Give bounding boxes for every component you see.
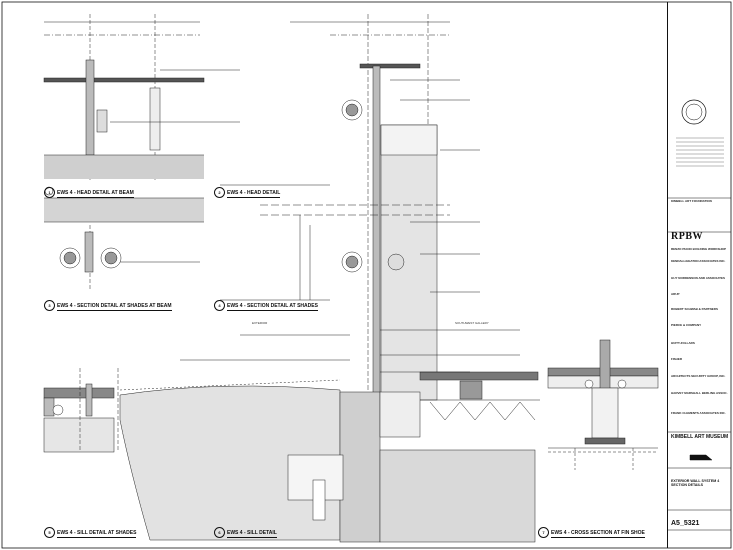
- consultant-1: KENDALL/HEATON ASSOCIATES INC.: [671, 259, 726, 263]
- interior-tag: SOUTHWEST GALLERY: [455, 321, 489, 325]
- detail-number: 5: [44, 527, 55, 538]
- detail-title-text: EWS 4 - SECTION DETAIL AT SHADES: [227, 302, 318, 311]
- detail-number: 6: [214, 527, 225, 538]
- detail-title-text: EWS 4 - HEAD DETAIL AT BEAM: [57, 189, 134, 198]
- consultant-6: HUITT-ZOLLARS: [671, 341, 695, 345]
- detail-number: 2: [214, 187, 225, 198]
- exterior-tag: EXTERIOR: [252, 321, 268, 325]
- consultant-3: ARUP: [671, 292, 680, 296]
- detail-head-at-beam: [43, 14, 240, 180]
- detail-number: 7: [538, 527, 549, 538]
- detail-sill-shades: [43, 368, 119, 453]
- consultant-10: FRANK CLEMENTS ASSOCIATES INC.: [671, 411, 726, 415]
- sheet-number: A5_5321: [671, 520, 700, 527]
- detail-title-text: EWS 4 - HEAD DETAIL: [227, 189, 281, 198]
- title-block-graphics: [668, 99, 731, 531]
- sheet-title: EXTERIOR WALL SYSTEM 4 SECTION DETAILS: [671, 479, 720, 487]
- consultant-5: PIERCE & COMPANY: [671, 323, 702, 327]
- architect-subtitle: RENZO PIANO BUILDING WORKSHOP: [671, 247, 727, 251]
- consultant-7: FISHER: [671, 357, 683, 361]
- detail-center-column: [220, 14, 480, 540]
- project-name: KIMBELL ART MUSEUM: [671, 434, 729, 440]
- detail-number: 4: [214, 300, 225, 311]
- architect-logo-text: RPBW: [671, 231, 703, 242]
- title-block: KIMBELL ART FOUNDATION RPBW RENZO PIANO …: [667, 2, 732, 548]
- consultant-9: HARVEY MARSHALL BERLING ASSOC.: [671, 391, 728, 395]
- detail-number: 3: [44, 300, 55, 311]
- consultant-4: ROBERT SCHWAB & PARTNERS: [671, 307, 718, 311]
- detail-title-text: EWS 4 - SILL DETAIL AT SHADES: [57, 529, 137, 538]
- detail-title-text: EWS 4 - SECTION DETAIL AT SHADES AT BEAM: [57, 302, 172, 311]
- consultant-8: ARCHITECTS SECURITY GROUP, INC.: [671, 374, 726, 378]
- detail-fin-shoe: [547, 339, 659, 470]
- detail-section-shades-beam: [44, 197, 204, 290]
- detail-number: 1: [44, 187, 55, 198]
- detail-sill: [119, 329, 540, 543]
- detail-title-text: EWS 4 - SILL DETAIL: [227, 529, 277, 538]
- client-name: KIMBELL ART FOUNDATION: [671, 199, 712, 203]
- detail-title-text: EWS 4 - CROSS SECTION AT FIN SHOE: [551, 529, 645, 538]
- consultant-2: GUY NORDENSON AND ASSOCIATES: [671, 276, 726, 280]
